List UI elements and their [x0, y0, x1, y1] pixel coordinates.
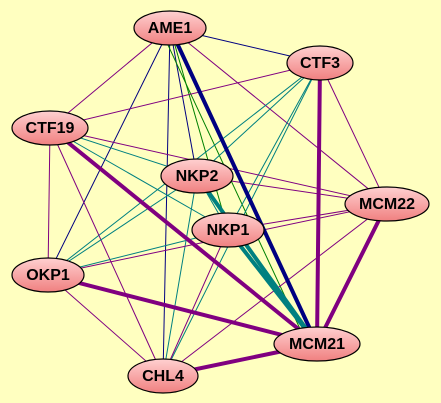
edge-ame1-okp1	[47, 27, 171, 276]
node-ellipse-ame1[interactable]	[133, 10, 207, 46]
node-chl4[interactable]: CHL4	[127, 358, 199, 394]
edge-ame1-nkp1	[169, 27, 229, 231]
edge-ctf3-mcm22	[319, 62, 388, 205]
node-ctf3[interactable]: CTF3	[286, 45, 354, 81]
edge-ame1-mcm22	[169, 27, 388, 205]
node-ellipse-mcm21[interactable]	[273, 326, 361, 362]
edge-ame1-mcm21	[168, 26, 319, 346]
node-nkp2[interactable]: NKP2	[160, 158, 234, 194]
edge-ame1-ctf19	[49, 27, 171, 129]
node-label-nkp1: NKP1	[207, 222, 250, 239]
edge-nkp2-chl4	[162, 175, 198, 377]
node-ellipse-ctf3[interactable]	[286, 45, 354, 81]
edge-ctf19-mcm21	[48, 126, 319, 346]
edge-nkp1-chl4	[162, 229, 229, 377]
node-label-okp1: OKP1	[26, 267, 70, 284]
node-ellipse-chl4[interactable]	[127, 358, 199, 394]
node-ellipse-nkp2[interactable]	[160, 158, 234, 194]
node-label-ame1: AME1	[148, 20, 193, 37]
edge-nkp1-mcm21	[226, 228, 319, 346]
edge-ame1-nkp2	[169, 27, 198, 177]
edge-ctf3-ctf19	[49, 62, 321, 129]
edge-ctf3-nkp2	[196, 62, 321, 177]
node-label-chl4: CHL4	[142, 368, 184, 385]
edge-ctf19-nkp1	[49, 127, 229, 231]
node-label-ctf3: CTF3	[300, 55, 340, 72]
node-ellipse-nkp1[interactable]	[191, 212, 265, 248]
edge-ctf3-nkp1	[227, 62, 321, 231]
edge-ame1-chl4	[162, 27, 171, 377]
node-label-nkp2: NKP2	[176, 168, 219, 185]
node-mcm22[interactable]: MCM22	[344, 186, 430, 222]
edge-ctf3-mcm21	[315, 61, 322, 346]
node-ellipse-okp1[interactable]	[11, 257, 85, 293]
node-ame1[interactable]: AME1	[133, 10, 207, 46]
node-okp1[interactable]: OKP1	[11, 257, 85, 293]
edge-ctf19-chl4	[49, 127, 164, 377]
node-label-ctf19: CTF19	[26, 120, 75, 137]
edge-nkp2-okp1	[47, 175, 198, 276]
node-label-mcm22: MCM22	[359, 196, 415, 213]
edge-okp1-mcm21	[46, 273, 319, 346]
edge-mcm22-mcm21	[315, 202, 389, 346]
node-mcm21[interactable]: MCM21	[273, 326, 361, 362]
node-ellipse-mcm22[interactable]	[344, 186, 430, 222]
node-ctf19[interactable]: CTF19	[11, 110, 89, 146]
node-nkp1[interactable]: NKP1	[191, 212, 265, 248]
edge-okp1-chl4	[47, 274, 164, 377]
edge-ctf19-okp1	[47, 127, 51, 276]
node-label-mcm21: MCM21	[289, 336, 345, 353]
node-ellipse-ctf19[interactable]	[11, 110, 89, 146]
